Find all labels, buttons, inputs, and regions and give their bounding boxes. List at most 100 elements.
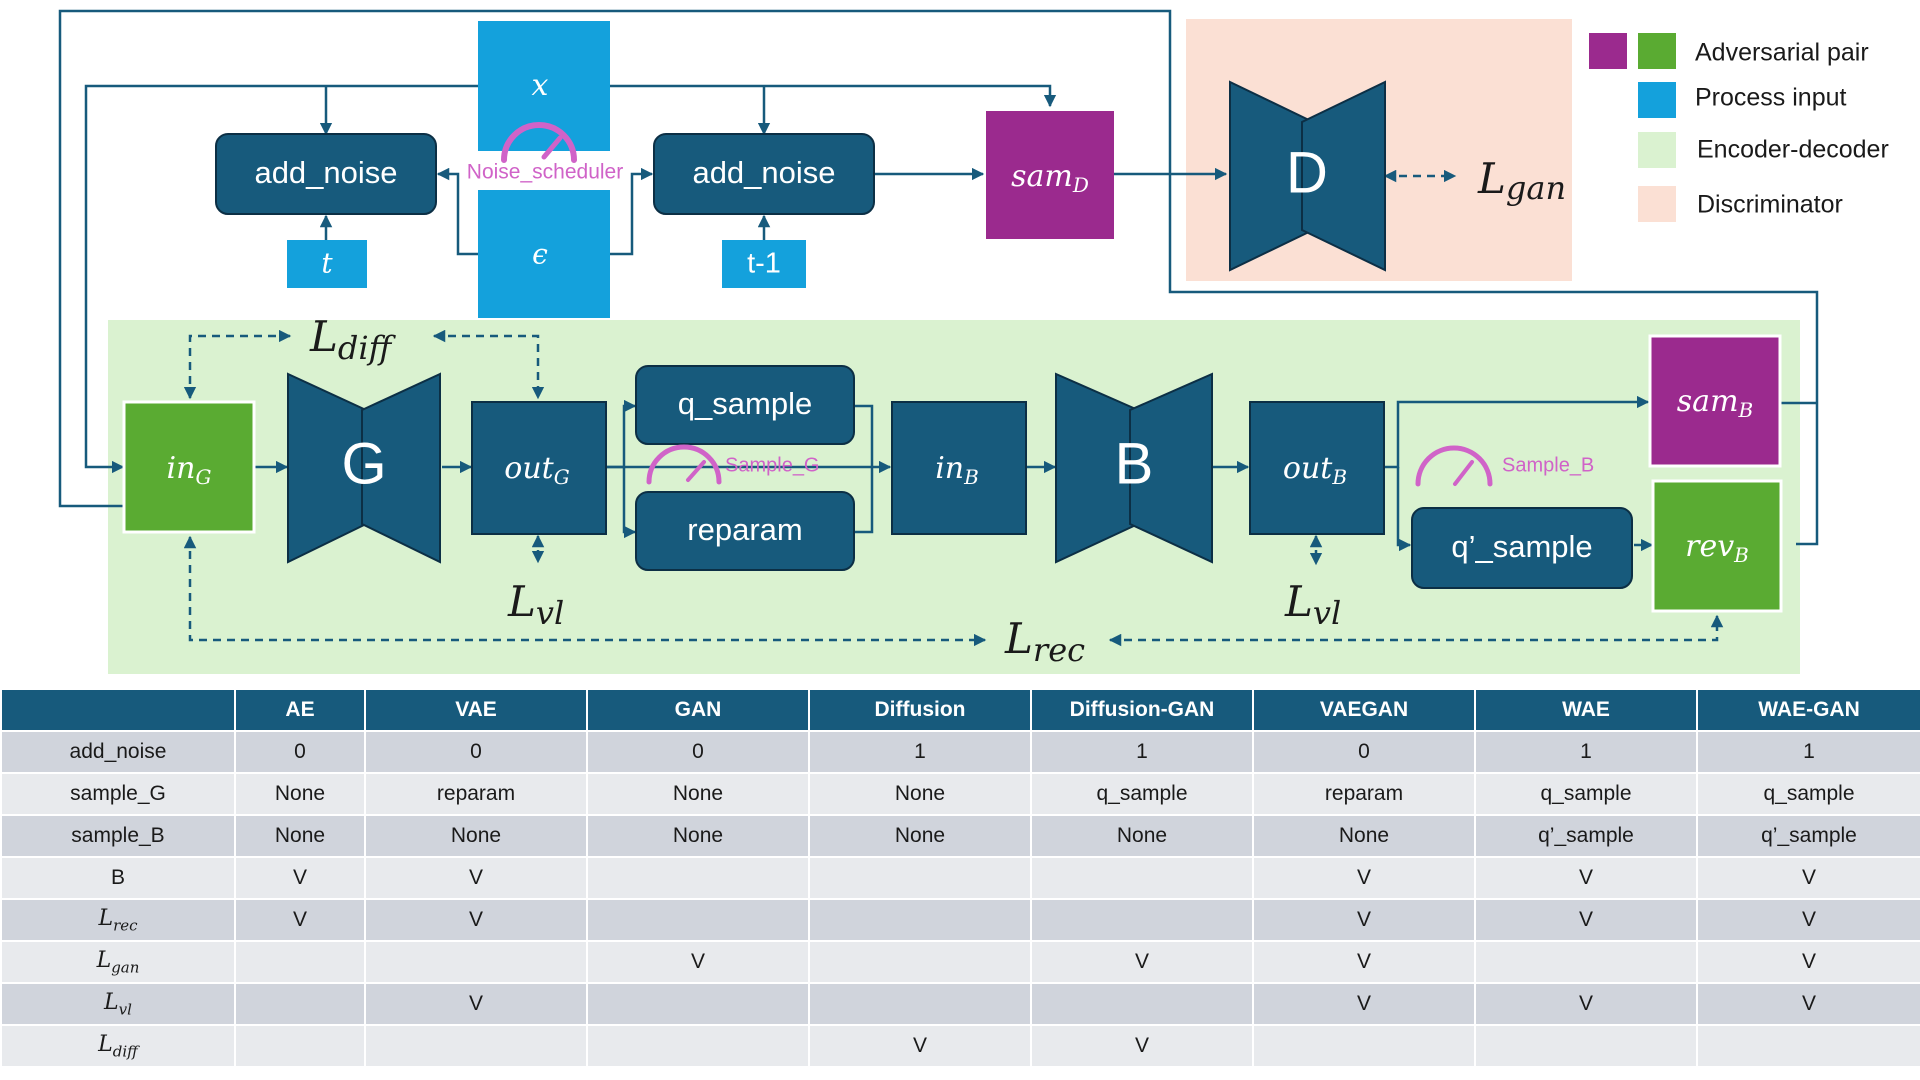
connectors (58, 9, 1819, 552)
generator-g-label: G (341, 431, 386, 496)
table-cell: q_sample (1030, 772, 1254, 816)
table-cell: None (808, 814, 1032, 858)
l-gan-label: Lgan (1477, 154, 1566, 207)
table-cell (1030, 898, 1254, 942)
table-cell: reparam (1252, 772, 1476, 816)
table-cell (1696, 1024, 1920, 1068)
table-cell (586, 982, 810, 1026)
l-rec-label: Lrec (1004, 614, 1085, 669)
epsilon-input-label: ϵ (532, 238, 548, 271)
epsilon-input-box (478, 190, 610, 318)
table-cell: V (364, 898, 588, 942)
table-cell: None (364, 814, 588, 858)
sample-g-label: Sample_G (725, 454, 820, 476)
table-cell: V (234, 856, 366, 900)
table-cell (364, 1024, 588, 1068)
table-cell: q’_sample (1696, 814, 1920, 858)
in-g-label: inG (167, 451, 212, 489)
in-b-label: inB (935, 451, 979, 489)
table-cell: V (808, 1024, 1032, 1068)
table-cell: V (1474, 898, 1698, 942)
table-cell: q’_sample (1474, 814, 1698, 858)
discriminator-d-shape-right (1301, 80, 1386, 272)
table-cell: V (1252, 898, 1476, 942)
table-cell (586, 856, 810, 900)
loss-symbol: Lgan (96, 947, 140, 977)
table-cell: None (234, 814, 366, 858)
noise-scheduler: Noise_scheduler (467, 122, 623, 184)
table-cell: None (808, 772, 1032, 816)
table-cell: V (586, 940, 810, 984)
t-input-label: t (321, 247, 333, 280)
table-cell: V (1696, 940, 1920, 984)
gauge-icon (501, 122, 577, 163)
legend-discriminator: Discriminator (1697, 191, 1843, 219)
rev-b-box (1651, 479, 1783, 613)
rev-b-label: revB (1685, 529, 1749, 567)
table-cell: V (1030, 940, 1254, 984)
table-cell: 0 (586, 730, 810, 774)
table-cell: None (1030, 814, 1254, 858)
sample-g-scheduler: Sample_G (646, 444, 820, 485)
x-input-label: x (532, 68, 549, 103)
table-cell: 0 (1252, 730, 1476, 774)
t-minus-1-input-box (722, 240, 806, 288)
sample-b-label: Sample_B (1502, 454, 1594, 476)
table-column-header: Diffusion-GAN (1030, 688, 1254, 732)
table-cell: 1 (808, 730, 1032, 774)
t-minus-1-label: t-1 (747, 248, 781, 280)
reparam-node (635, 491, 855, 571)
table-cell (808, 982, 1032, 1026)
in-b-box (891, 401, 1027, 535)
loss-symbol: Ldiff (98, 1031, 138, 1061)
table-cell (808, 856, 1032, 900)
table-column-header (0, 688, 236, 732)
generator-g-shape-right (361, 372, 441, 564)
table-row-label: Ldiff (0, 1024, 236, 1068)
legend-adversarial-pair: Adversarial pair (1695, 39, 1869, 67)
l-vl-right-label: Lvl (1284, 577, 1341, 632)
sam-d-label: samD (1011, 159, 1089, 197)
q-prime-sample-label: q’_sample (1451, 529, 1592, 564)
table-cell: V (1252, 940, 1476, 984)
table-cell: V (1252, 856, 1476, 900)
table-column-header: Diffusion (808, 688, 1032, 732)
add-noise-right-label: add_noise (692, 155, 835, 190)
table-row-label: add_noise (0, 730, 236, 774)
in-g-box (122, 400, 256, 534)
discriminator-d-label: D (1286, 140, 1328, 205)
table-cell (1474, 1024, 1698, 1068)
legend-encoder-decoder: Encoder-decoder (1697, 136, 1889, 164)
table-cell: 1 (1474, 730, 1698, 774)
table-cell: 0 (364, 730, 588, 774)
legend-swatch-green (1638, 33, 1676, 69)
legend-process-input: Process input (1695, 84, 1847, 112)
table-cell (234, 940, 366, 984)
table-cell (234, 1024, 366, 1068)
q-sample-node (635, 365, 855, 445)
table-cell: None (234, 772, 366, 816)
out-b-box (1249, 401, 1385, 535)
table-column-header: WAE-GAN (1696, 688, 1920, 732)
table-cell: V (1474, 982, 1698, 1026)
out-g-label: outG (504, 451, 569, 489)
table-cell: q_sample (1474, 772, 1698, 816)
gauge-icon (646, 444, 722, 485)
table-column-header: GAN (586, 688, 810, 732)
table-cell (1474, 940, 1698, 984)
table-cell (586, 898, 810, 942)
table-column-header: VAEGAN (1252, 688, 1476, 732)
table-cell: V (364, 856, 588, 900)
table-row-label: Lrec (0, 898, 236, 942)
noise-scheduler-label: Noise_scheduler (467, 161, 623, 184)
